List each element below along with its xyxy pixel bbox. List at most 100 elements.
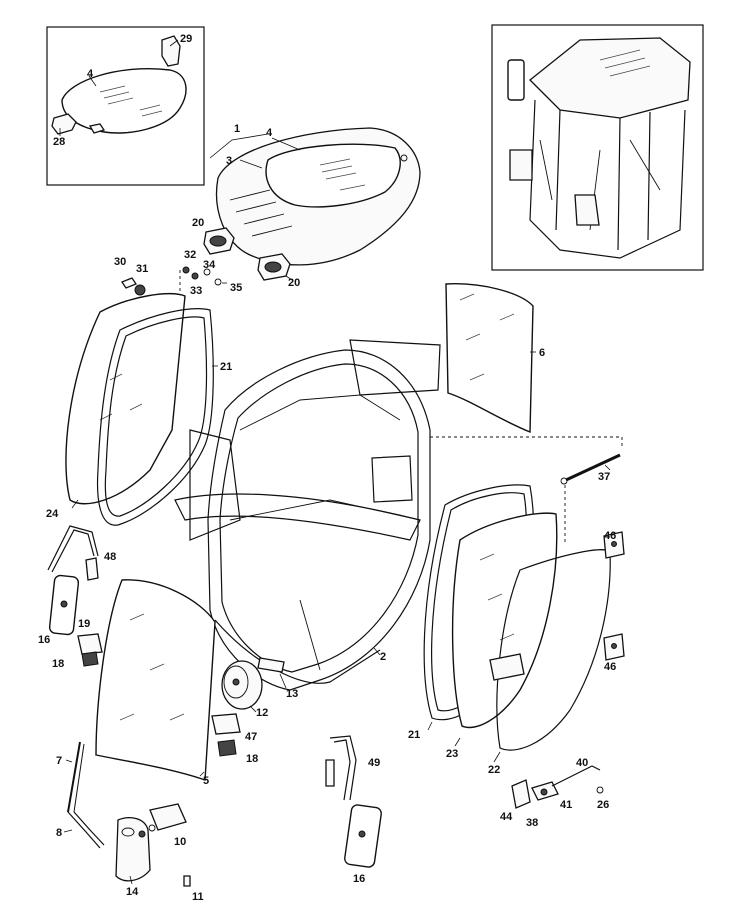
label-21a: 21 (220, 361, 232, 373)
lamp-18-centre (217, 739, 237, 757)
latch-rod-40 (551, 765, 601, 787)
cab-frame-2 (174, 339, 441, 691)
washer-34 (203, 268, 211, 276)
wiper-blade-7b (73, 743, 85, 813)
label-20a: 20 (192, 217, 204, 229)
washer-35 (214, 278, 222, 286)
work-lamps-20 (203, 227, 293, 281)
strut-rod (565, 453, 621, 482)
lamp-47 (211, 713, 241, 735)
wiper-arm-8b (73, 811, 105, 846)
glass-hatching (99, 85, 163, 117)
label-34: 34 (203, 259, 216, 271)
gas-strut-37 (430, 436, 623, 545)
mirror-16-left (48, 574, 80, 636)
roof-glass-panel-inset (61, 68, 187, 134)
door-glass-23 (451, 512, 558, 729)
leader-5 (199, 771, 205, 777)
label-16b: 16 (353, 873, 365, 885)
roof-bolt (400, 154, 408, 162)
strut-end (560, 477, 568, 485)
label-14: 14 (126, 886, 139, 898)
roof-hatch (599, 49, 651, 77)
front-glass-hatch (119, 613, 185, 721)
roof-ribs (229, 189, 293, 237)
cab-side-panel (189, 429, 241, 541)
door-glass-24 (65, 293, 186, 505)
handle-49-rod (329, 735, 357, 801)
grab-handle-49 (325, 735, 357, 801)
hinge-46-top-bolt (611, 541, 617, 547)
label-35: 35 (230, 282, 242, 294)
leader-24 (71, 499, 79, 509)
label-28: 28 (53, 136, 65, 148)
handle-49-rod-2 (333, 739, 351, 801)
label-22: 22 (488, 764, 500, 776)
inset-frame-left (46, 26, 205, 186)
grab-handle-rod (47, 525, 99, 571)
assembled-lamp (509, 149, 533, 181)
label-38: 38 (526, 817, 538, 829)
roof-assembly (209, 127, 421, 266)
label-12: 12 (256, 707, 268, 719)
cab-floor-plate (174, 493, 421, 541)
mirror-pivot-left (60, 600, 68, 608)
wiper-blade-7 (67, 741, 81, 813)
wiper-motor-10 (149, 803, 187, 831)
hinge-part-28 (51, 113, 77, 135)
label-47: 47 (245, 731, 257, 743)
lamp-19 (77, 633, 103, 655)
label-20b: 20 (288, 277, 300, 289)
door-handle-plate (489, 653, 525, 681)
label-40: 40 (576, 757, 588, 769)
grab-handle-48 (47, 525, 99, 581)
leader-37 (604, 464, 611, 471)
label-31: 31 (136, 263, 148, 275)
label-5: 5 (203, 775, 209, 787)
label-26: 26 (597, 799, 609, 811)
leader-2 (373, 647, 381, 656)
label-18b: 18 (246, 753, 258, 765)
clip-26 (596, 786, 604, 794)
assembled-washer (574, 194, 600, 226)
leader-8 (63, 829, 73, 833)
label-46a: 46 (604, 530, 616, 542)
mirror-pivot-bottom (358, 830, 366, 838)
label-10: 10 (174, 836, 186, 848)
door-latch-parts (511, 765, 604, 809)
nut-33 (191, 272, 199, 280)
leader-13 (279, 673, 287, 689)
left-door-glass (65, 293, 218, 526)
leader-12 (249, 705, 257, 713)
cab-rear-panel (349, 339, 441, 396)
label-49: 49 (368, 757, 380, 769)
roof-glass-hatch (319, 158, 366, 191)
door-seal-21-left (96, 308, 214, 526)
wiper-arm-8 (67, 811, 101, 849)
grab-handle-foot (85, 557, 99, 581)
leader-22 (493, 751, 501, 763)
leader-29 (169, 39, 179, 47)
label-48: 48 (104, 551, 116, 563)
assembled-posts (555, 109, 651, 251)
leader-3 (239, 159, 263, 169)
latch-part-29 (161, 35, 181, 67)
label-44: 44 (500, 811, 513, 823)
lamps-47-18 (211, 713, 241, 757)
cab-frame-outer (207, 349, 431, 691)
leader-20b (285, 275, 293, 281)
clip-11 (183, 875, 191, 887)
washer-nut-b (148, 824, 156, 832)
hinges-46 (603, 531, 625, 661)
wiper-motor-shaft (232, 678, 240, 686)
label-32: 32 (184, 249, 196, 261)
leader-1-bracket (209, 133, 269, 159)
leader-23 (454, 737, 461, 747)
lamp-18-left (81, 651, 99, 667)
label-33: 33 (190, 285, 202, 297)
lamp-lens-left (209, 235, 227, 247)
washer-32 (182, 266, 190, 274)
lamp-lens-right (264, 261, 282, 273)
